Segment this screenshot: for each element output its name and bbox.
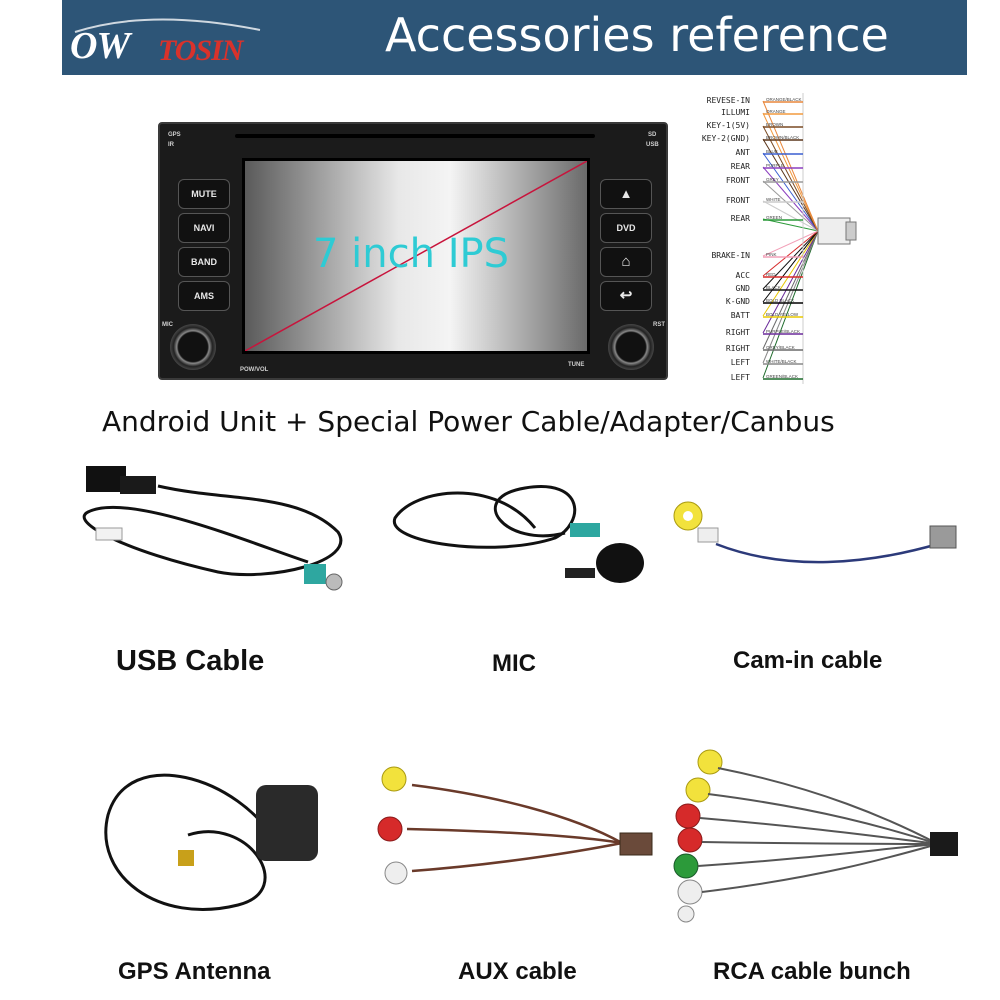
cam-in-cable-caption: Cam-in cable xyxy=(733,647,883,674)
wire-color-label: BLUE xyxy=(766,149,778,154)
header-banner xyxy=(62,0,967,75)
tune-knob[interactable] xyxy=(608,324,654,370)
rca-cable-bunch-caption: RCA cable bunch xyxy=(713,958,911,985)
volume-knob[interactable] xyxy=(170,324,216,370)
band-button[interactable]: BAND xyxy=(178,247,230,277)
wire-color-label: RED xyxy=(766,272,776,277)
ir-label: IR xyxy=(168,142,174,148)
wire-color-label: GREEN xyxy=(766,215,783,220)
usb-cable-caption: USB Cable xyxy=(116,645,265,677)
wire-pin-label: REVESE-IN xyxy=(706,96,750,105)
package-subtitle: Android Unit + Special Power Cable/Adapt… xyxy=(102,405,835,438)
wire-color-label: ORANGE/BLACK xyxy=(766,97,802,102)
mute-button[interactable]: MUTE xyxy=(178,179,230,209)
display-screen: 7 inch IPS xyxy=(242,158,590,354)
wire-color-label: PURPLE/BLACK xyxy=(766,329,801,334)
wire-color-label: ORANGE xyxy=(766,109,786,114)
pow-vol-label: POW/VOL xyxy=(240,367,269,373)
wire-line xyxy=(762,112,819,232)
wire-line xyxy=(762,152,819,232)
navi-button[interactable]: NAVI xyxy=(178,213,230,243)
wire-pin-label: BRAKE-IN xyxy=(711,251,750,260)
aux-cable-caption: AUX cable xyxy=(458,958,577,985)
brand-logo: OW TOSIN xyxy=(70,18,270,70)
wire-pin-label: LEFT xyxy=(730,373,750,382)
wire-color-label: BROWN/BLACK xyxy=(766,135,800,140)
wire-line xyxy=(762,100,819,232)
wire-color-label: GREY xyxy=(766,177,779,182)
wire-line xyxy=(762,230,819,334)
mic-image xyxy=(393,485,644,583)
wire-pin-label: KEY-2(GND) xyxy=(701,134,750,143)
wire-line xyxy=(762,230,819,317)
wire-pin-label: ILLUMI xyxy=(721,108,750,117)
cam-in-cable-image xyxy=(673,501,957,564)
usb-port-label: USB xyxy=(646,142,659,148)
wire-line xyxy=(762,180,819,232)
home-icon[interactable]: ⌂ xyxy=(600,247,652,277)
screen-size-label: 7 inch IPS xyxy=(313,231,509,277)
back-icon[interactable]: ↩ xyxy=(600,281,652,311)
page-title: Accessories reference xyxy=(385,8,889,62)
wire-color-label: PINK xyxy=(766,252,777,257)
wire-color-label: PURPLE xyxy=(766,163,785,168)
dvd-button[interactable]: DVD xyxy=(600,213,652,243)
wire-color-label: BOLD YELLOW xyxy=(766,312,799,317)
wire-color-label: GREY/BLACK xyxy=(766,345,795,350)
tune-label: TUNE xyxy=(568,362,585,368)
screen-diagonal xyxy=(245,161,587,351)
disc-slot xyxy=(235,134,595,138)
wire-line xyxy=(762,230,819,290)
logo-tosin: TOSIN xyxy=(158,34,243,67)
gps-antenna-image xyxy=(104,773,318,911)
logo-swoosh-icon xyxy=(74,18,261,33)
wire-pin-label: REAR xyxy=(730,214,750,223)
wire-pin-label: ACC xyxy=(735,271,750,280)
eject-icon[interactable]: ▲ xyxy=(600,179,652,209)
wire-line xyxy=(762,166,819,232)
usb-cable-image xyxy=(82,466,343,591)
mic-caption: MIC xyxy=(492,650,536,677)
ams-button[interactable]: AMS xyxy=(178,281,230,311)
wire-color-label: WHITE/BLACK xyxy=(766,359,797,364)
wire-line xyxy=(762,230,819,303)
wire-line xyxy=(762,230,819,364)
wiring-lines xyxy=(762,93,857,384)
wire-line xyxy=(762,218,819,232)
wire-pin-label: GND xyxy=(735,284,750,293)
wire-pin-label: LEFT xyxy=(730,358,750,367)
wire-pin-label: KEY-1(5V) xyxy=(706,121,750,130)
wire-line xyxy=(762,230,819,277)
wire-color-label: BOLD BLACK xyxy=(766,298,795,303)
wire-pin-label: BATT xyxy=(730,311,750,320)
wire-pin-label: RIGHT xyxy=(725,344,750,353)
wire-line xyxy=(762,230,819,379)
wire-pin-label: REAR xyxy=(730,162,750,171)
wire-line xyxy=(762,230,819,257)
wiring-diagram: REVESE-IN ORANGE/BLACK ILLUMI ORANGE KEY-1(5… xyxy=(702,88,858,388)
wire-color-label: BLACK xyxy=(766,285,781,290)
wire-pin-label: RIGHT xyxy=(725,328,750,337)
gps-antenna-caption: GPS Antenna xyxy=(118,958,271,985)
wire-pin-label: FRONT xyxy=(725,176,750,185)
wire-color-label: BROWN xyxy=(766,122,784,127)
rst-label: RST xyxy=(653,322,665,328)
wire-color-label: WHITE xyxy=(766,197,781,202)
wire-pin-label: K-GND xyxy=(725,297,750,306)
mic-label: MIC xyxy=(162,322,173,328)
wire-pin-label: ANT xyxy=(735,148,750,157)
android-head-unit: GPS IR SD USB MUTE NAVI BAND AMS ▲ DVD ⌂… xyxy=(158,122,668,380)
rca-cable-bunch-image xyxy=(673,749,958,923)
wire-line xyxy=(762,200,819,232)
wire-pin-label: FRONT xyxy=(725,196,750,205)
gps-port-label: GPS xyxy=(168,132,181,138)
aux-cable-image xyxy=(377,766,653,885)
logo-ow: OW xyxy=(70,25,130,67)
wire-color-label: GREEN/BLACK xyxy=(766,374,799,379)
sd-label: SD xyxy=(648,132,657,138)
wire-line xyxy=(762,125,819,232)
